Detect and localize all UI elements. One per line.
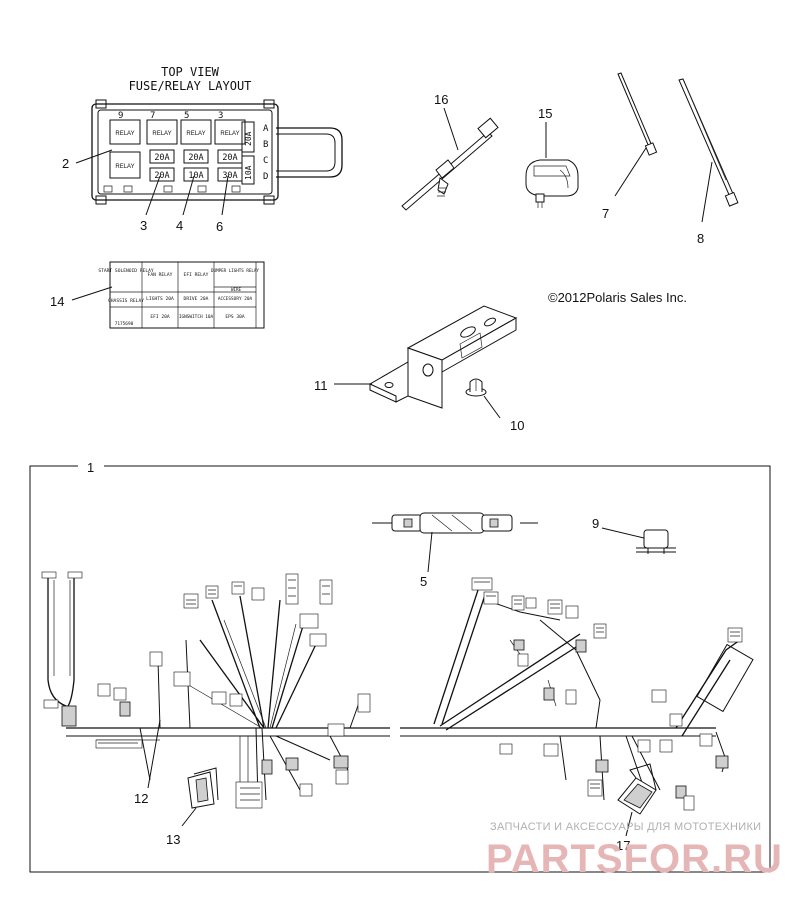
callout-8: 8 — [697, 161, 713, 246]
fuse-box-title-line2: FUSE/RELAY LAYOUT — [129, 79, 252, 93]
fuse-mid-3: 20A — [222, 153, 237, 163]
row-letter-b: B — [263, 140, 268, 150]
decal-wire: WIRE — [231, 287, 242, 292]
fuse-low-1: 20A — [154, 171, 169, 181]
svg-text:6: 6 — [216, 219, 223, 234]
svg-text:16: 16 — [434, 92, 448, 107]
decal-drive: DRIVE 20A — [184, 296, 209, 302]
fuse-mid-2: 20A — [188, 153, 203, 163]
watermark: ЗАПЧАСТИ И АКСЕССУАРЫ ДЛЯ МОТОТЕХНИКИ PA… — [486, 821, 783, 881]
decal-efi: EFI 20A — [150, 314, 170, 320]
harness-left-connectors — [43, 573, 371, 809]
decal-fan-relay: FAN RELAY — [148, 272, 173, 278]
decal-dumper: DUMPER LIGHTS RELAY — [211, 268, 259, 273]
svg-text:3: 3 — [140, 218, 147, 233]
relay-label-1: RELAY — [115, 131, 134, 137]
watermark-line1: ЗАПЧАСТИ И АКСЕССУАРЫ ДЛЯ МОТОТЕХНИКИ — [490, 821, 761, 833]
callout-16: 16 — [434, 92, 459, 151]
svg-text:15: 15 — [538, 106, 552, 121]
bracket — [369, 305, 518, 409]
decal-efi-relay: EFI RELAY — [184, 272, 209, 278]
svg-text:14: 14 — [50, 294, 64, 309]
callout-11: 11 — [314, 378, 372, 393]
fuse-decal: START SOLENOID RELAY FAN RELAY EFI RELAY… — [98, 261, 265, 329]
push-pin — [465, 378, 487, 397]
decal-accessory: ACCESSORY 20A — [218, 296, 253, 302]
decal-start-solenoid: START SOLENOID RELAY — [98, 268, 154, 274]
fuse-low-3: 30A — [222, 171, 237, 181]
svg-text:9: 9 — [592, 516, 599, 531]
svg-text:7: 7 — [602, 206, 609, 221]
callout-7: 7 — [602, 147, 647, 221]
callout-3: 3 — [140, 175, 161, 233]
row-letter-d: D — [263, 172, 268, 182]
relay-label-2: RELAY — [115, 164, 134, 170]
callout-15: 15 — [538, 106, 552, 158]
top-number-9: 9 — [118, 111, 123, 121]
cable-tie-clip — [401, 117, 499, 211]
callout-4: 4 — [176, 175, 195, 233]
callout-1: 1 — [87, 460, 94, 475]
connector-15 — [525, 159, 579, 208]
svg-text:12: 12 — [134, 791, 148, 806]
svg-text:2: 2 — [62, 156, 69, 171]
fuse-low-2: 10A — [188, 171, 203, 181]
harness-right-connectors — [471, 577, 754, 811]
relay-label-4: RELAY — [186, 131, 205, 137]
callout-10: 10 — [483, 395, 524, 433]
svg-text:11: 11 — [314, 378, 328, 393]
watermark-line2: PARTSFOR.RU — [486, 837, 783, 881]
grommet-13 — [187, 767, 219, 809]
decal-part-number: 7175690 — [115, 321, 134, 327]
svg-text:13: 13 — [166, 832, 180, 847]
decal-eps: EPS 30A — [225, 314, 245, 320]
fuse-mid-1: 20A — [154, 153, 169, 163]
callout-17: 17 — [616, 811, 633, 853]
svg-text:5: 5 — [420, 574, 427, 589]
svg-text:8: 8 — [697, 231, 704, 246]
callout-5: 5 — [420, 531, 433, 589]
decal-ign-switch: IGNSWITCH 10A — [179, 314, 214, 320]
fuse-side-1: 20A — [244, 131, 253, 146]
fuse-box: RELAY RELAY RELAY RELAY RELAY 20A 20A 20… — [91, 99, 343, 205]
callout-13: 13 — [166, 807, 197, 847]
inline-fuse-holder — [372, 512, 538, 534]
cable-tie-8 — [678, 78, 739, 207]
callout-9: 9 — [592, 516, 645, 539]
module-17 — [617, 763, 657, 815]
callout-12: 12 — [134, 719, 161, 806]
relay-label-3: RELAY — [152, 131, 171, 137]
top-number-7: 7 — [150, 111, 155, 121]
svg-text:17: 17 — [616, 838, 630, 853]
callout-14: 14 — [50, 286, 113, 309]
fuse-box-title-line1: TOP VIEW — [161, 65, 220, 79]
svg-text:1: 1 — [87, 460, 94, 475]
row-letter-a: A — [263, 124, 269, 134]
top-number-3: 3 — [218, 111, 223, 121]
callout-2: 2 — [62, 149, 113, 171]
cable-tie-7 — [617, 72, 658, 156]
decal-lights: LIGHTS 20A — [146, 296, 174, 302]
svg-text:10: 10 — [510, 418, 524, 433]
harness-frame — [29, 465, 771, 873]
callout-6: 6 — [216, 175, 229, 234]
jumper-9 — [636, 529, 676, 554]
row-letter-c: C — [263, 156, 268, 166]
fuse-side-2: 10A — [244, 165, 253, 180]
relay-label-5: RELAY — [220, 131, 239, 137]
top-number-5: 5 — [184, 111, 189, 121]
decal-chassis-relay: CHASSIS RELAY — [108, 298, 144, 304]
fuse-box-title: TOP VIEW FUSE/RELAY LAYOUT — [129, 65, 252, 93]
svg-text:4: 4 — [176, 218, 183, 233]
copyright-text: ©2012Polaris Sales Inc. — [548, 290, 687, 305]
